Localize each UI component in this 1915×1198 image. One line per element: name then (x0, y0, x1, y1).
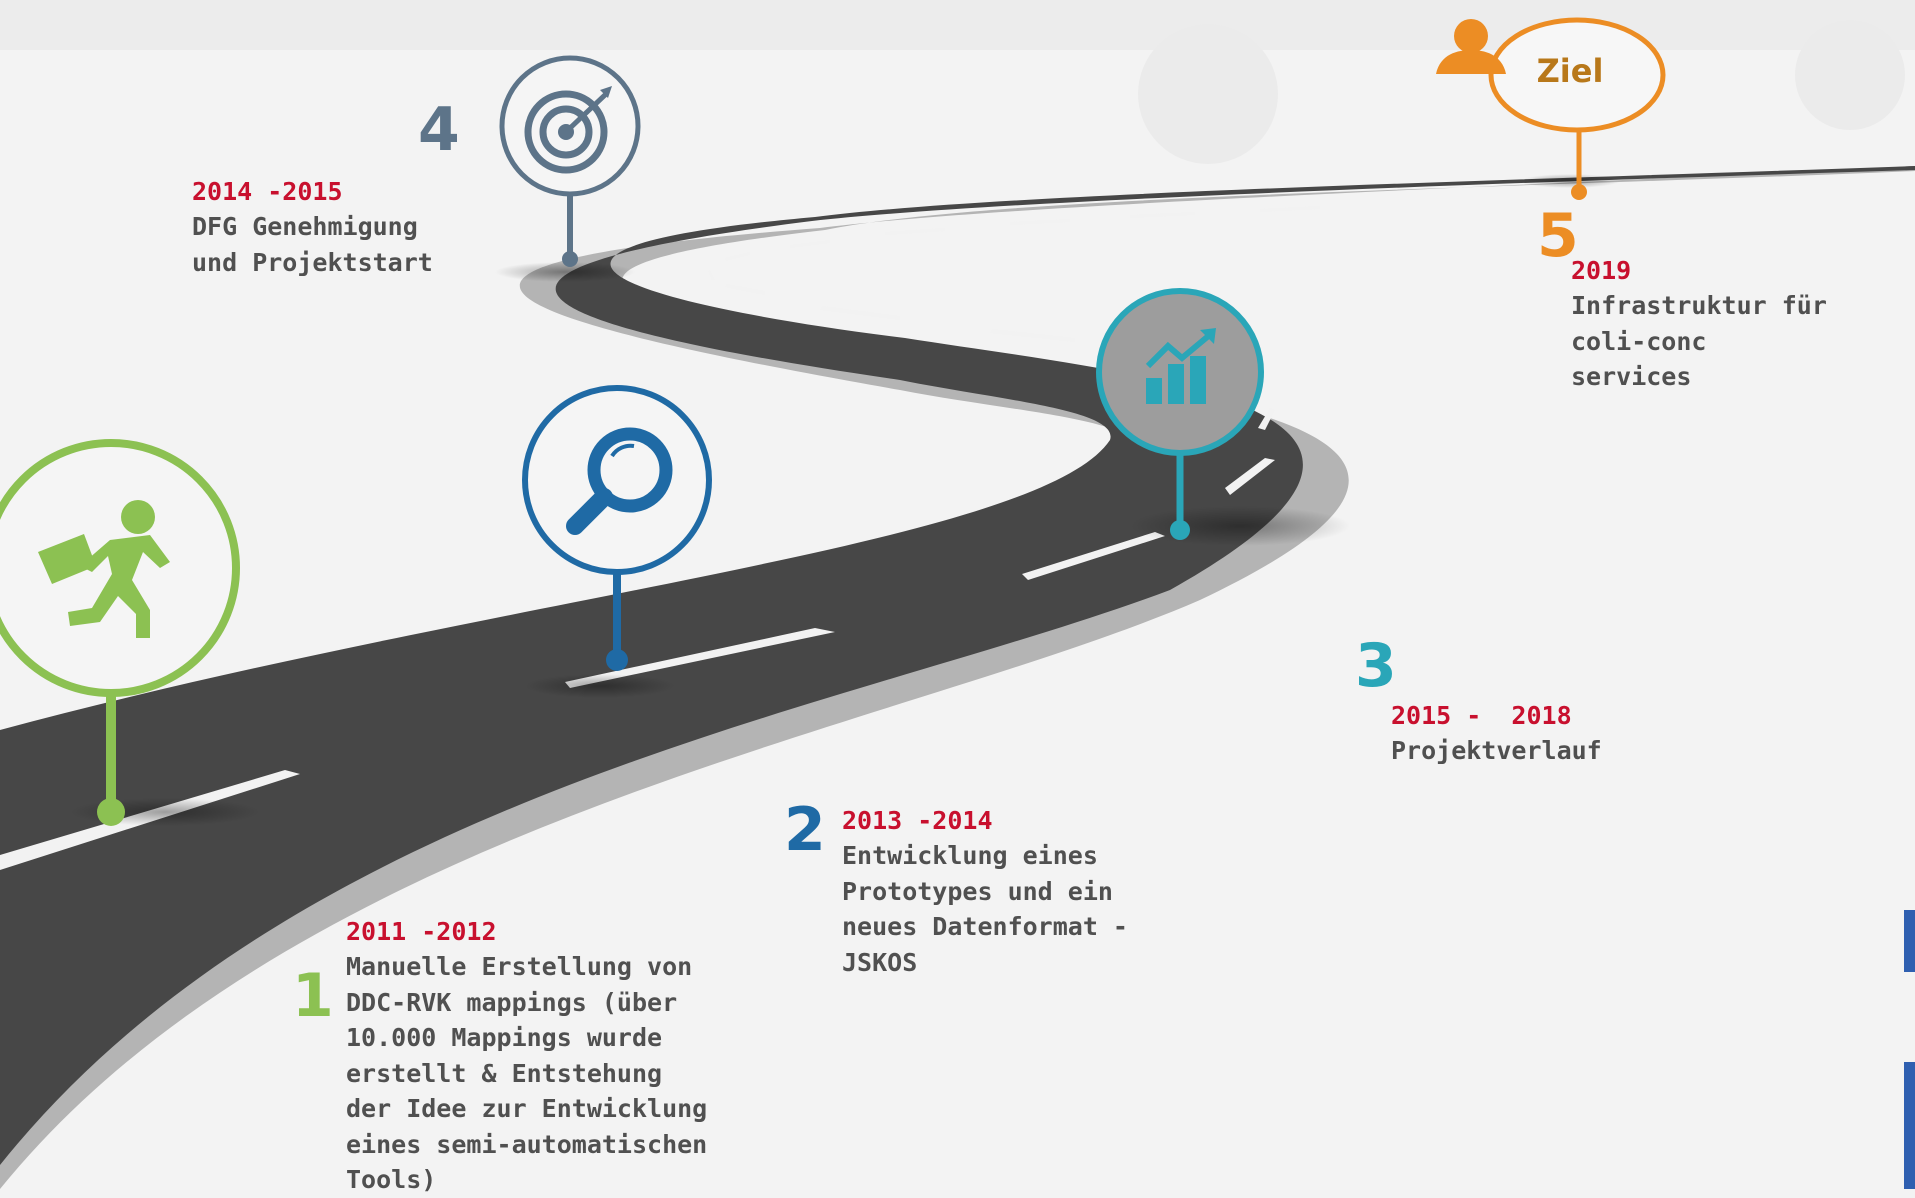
lane-dash (820, 306, 900, 320)
milestone-2-number: 2 (784, 795, 826, 865)
pin-head (522, 385, 712, 575)
milestone-3-pin (1096, 288, 1350, 546)
background-circle (1138, 24, 1278, 164)
milestone-4-years: 2014 -2015 (192, 177, 343, 206)
road (0, 166, 1915, 1189)
bar-chart-trend-icon (1145, 328, 1216, 404)
goal-label: Ziel (1536, 52, 1604, 90)
pin-shadow (1520, 174, 1620, 188)
lane-dash (565, 628, 835, 688)
lane-dash (885, 228, 945, 235)
pin-base (97, 798, 125, 826)
lane-dash (790, 240, 830, 248)
milestone-5-description: Infrastruktur für coli-conc services (1571, 291, 1827, 391)
goal-balloon (1488, 17, 1666, 133)
person-silhouette-icon (1436, 19, 1506, 74)
milestone-1-years: 2011 -2012 (346, 917, 497, 946)
road-asphalt (0, 166, 1915, 1165)
lane-dash (1260, 206, 1320, 212)
milestone-5-number: 5 (1537, 201, 1579, 271)
lane-dash (1225, 458, 1275, 495)
milestone-1-description: Manuelle Erstellung von DDC-RVK mappings… (346, 952, 708, 1194)
lane-dash (1130, 212, 1195, 218)
pin-base (1571, 184, 1587, 200)
milestone-5-years: 2019 (1571, 256, 1632, 285)
milestone-3-years: 2015 - 2018 (1391, 701, 1572, 730)
milestone-2-years: 2013 -2014 (842, 806, 993, 835)
milestone-1-number: 1 (292, 961, 334, 1031)
milestone-4-description: DFG Genehmigung und Projektstart (192, 212, 433, 277)
background-circle (1795, 20, 1905, 130)
lane-dash (725, 252, 750, 261)
road-curb (0, 166, 1915, 1189)
milestone-3-number: 3 (1355, 631, 1397, 701)
milestone-3-description: Projektverlauf (1391, 736, 1602, 765)
milestone-4-text: 2014 -2015 DFG Genehmigung und Projektst… (192, 174, 433, 280)
edge-bar (1904, 1062, 1915, 1189)
lane-dash (708, 270, 715, 280)
pin-shadow (525, 674, 675, 698)
milestone-5-text: 2019 Infrastruktur für coli-conc service… (1571, 253, 1827, 395)
lane-dash (725, 284, 765, 295)
milestone-4-number: 4 (418, 95, 460, 165)
milestone-4-pin (495, 55, 641, 282)
pin-base (1170, 520, 1190, 540)
milestone-2-text: 2013 -2014 Entwicklung eines Prototypes … (842, 803, 1128, 980)
running-person-with-briefcase-icon (38, 500, 170, 638)
milestone-2-description: Entwicklung eines Prototypes und ein neu… (842, 841, 1128, 977)
lane-dash (1258, 408, 1275, 430)
magnifying-glass-icon (566, 427, 673, 535)
milestone-1-pin (0, 439, 260, 826)
pin-base (606, 649, 628, 671)
milestone-3-text: 2015 - 2018 Projektverlauf (1391, 698, 1602, 769)
pin-base (562, 251, 578, 267)
milestone-1-text: 2011 -2012 Manuelle Erstellung von DDC-R… (346, 914, 707, 1198)
pin-shadow (1130, 506, 1350, 546)
milestone-5-pin (1436, 17, 1666, 200)
edge-bar (1904, 910, 1915, 972)
lane-dash (1022, 532, 1165, 580)
pin-shadow (495, 262, 635, 282)
lane-dash (990, 329, 1075, 342)
target-arrow-icon (524, 86, 612, 174)
lane-dash (1010, 219, 1070, 225)
milestone-2-pin (522, 385, 712, 698)
